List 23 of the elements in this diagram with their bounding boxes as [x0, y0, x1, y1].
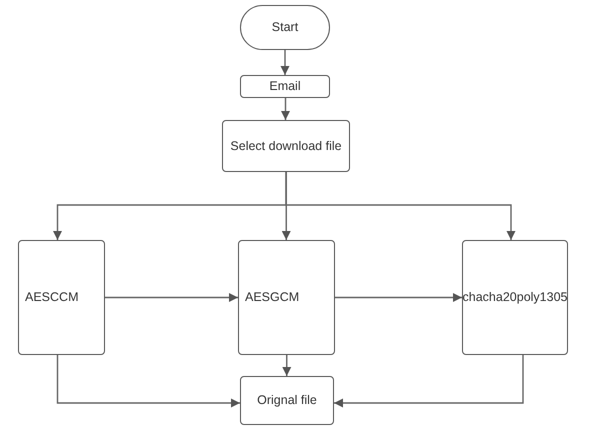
- arrow: [285, 172, 516, 240]
- process-box: [238, 240, 335, 355]
- arrow: [334, 355, 524, 408]
- arrow: [281, 98, 290, 120]
- node-label: AESCCM: [25, 289, 78, 306]
- arrow: [56, 355, 240, 408]
- process-box: [462, 240, 568, 355]
- node-label: Start: [272, 19, 298, 36]
- node-label: AESGCM: [245, 289, 300, 306]
- process-box: [240, 75, 330, 98]
- node-label: chacha20poly1305: [462, 289, 568, 306]
- arrow: [280, 50, 290, 75]
- terminal-box: [240, 5, 330, 50]
- arrow: [335, 293, 462, 302]
- arrow: [282, 355, 292, 376]
- process-box: [222, 120, 350, 172]
- process-box: [18, 240, 105, 355]
- arrow: [282, 172, 291, 240]
- node-label: Select download file: [230, 138, 342, 154]
- node-label: Email: [269, 78, 301, 95]
- process-box: [240, 376, 334, 425]
- arrow: [105, 293, 238, 302]
- node-label: Orignal file: [257, 392, 317, 409]
